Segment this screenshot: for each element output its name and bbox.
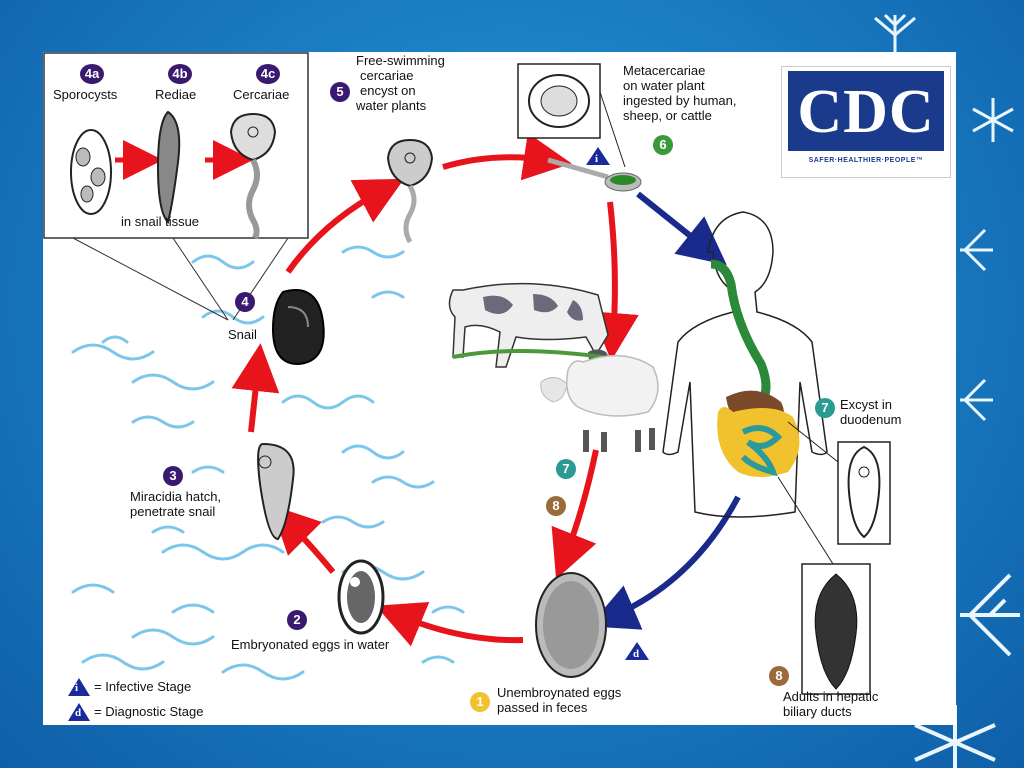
badge-4a: 4a: [80, 64, 104, 84]
badge-1: 1: [470, 692, 490, 712]
snail-illustration: [271, 289, 325, 366]
badge-4: 4: [235, 292, 255, 312]
cdc-logo: CDC SAFER·HEALTHIER·PEOPLE™: [781, 66, 951, 178]
arrow-2-to-3: [271, 505, 336, 574]
label-rediae: Rediae: [155, 87, 197, 102]
svg-text:i: i: [595, 153, 598, 165]
digestive-tract-illustration: [710, 259, 800, 477]
infective-marker: i: [586, 147, 610, 165]
label-cercariae: Cercariae: [233, 87, 290, 102]
diagnostic-marker: d: [625, 642, 649, 660]
cdc-logo-letters: CDC: [797, 78, 935, 146]
arrow-6-to-cattle: [590, 201, 639, 361]
label-stage-8: Adults in hepatic biliary ducts: [783, 689, 879, 719]
label-sporocysts: Sporocysts: [53, 87, 118, 102]
unembryonated-egg-illustration: [535, 572, 607, 678]
badge-7: 7: [815, 398, 835, 418]
miracidium-illustration: [257, 442, 295, 541]
badge-8-sheep: 8: [546, 496, 566, 516]
label-stage-2: Embryonated eggs in water: [231, 637, 390, 652]
badge-3: 3: [163, 466, 183, 486]
snowflake-decoration: [972, 98, 1014, 142]
legend-infective-label: = Infective Stage: [94, 679, 192, 694]
arrow-sheep-to-1: [551, 449, 599, 580]
water-waves: [71, 245, 465, 681]
legend-infective-icon: i: [68, 678, 90, 696]
snowflake-decoration: [960, 228, 993, 272]
cattle-illustration: [448, 282, 611, 368]
badge-5: 5: [330, 82, 350, 102]
label-stage-5: Free-swimming cercariae encyst on water …: [356, 53, 445, 113]
badge-8: 8: [769, 666, 789, 686]
arrow-5-to-6: [442, 132, 572, 181]
badge-4b: 4b: [168, 64, 192, 84]
badge-2: 2: [287, 610, 307, 630]
svg-text:d: d: [633, 648, 639, 660]
snowflake-decoration: [960, 378, 993, 422]
snowflake-decoration: [960, 573, 1020, 657]
label-stage-3: Miracidia hatch, penetrate snail: [130, 489, 222, 519]
badge-4c: 4c: [256, 64, 280, 84]
arrow-1-to-2: [375, 602, 524, 647]
arrow-6-to-human: [636, 191, 727, 265]
illustrations: i d: [257, 63, 891, 695]
arrow-3-to-4: [231, 343, 280, 433]
snail-tissue-inset: [43, 52, 309, 321]
snowflake-decoration: [874, 13, 916, 55]
label-stage-1: Unembroynated eggs passed in feces: [497, 685, 622, 715]
label-stage-6: Metacercariae on water plant ingested by…: [623, 63, 737, 123]
cercaria-illustration: [386, 138, 434, 244]
sheep-illustration: [540, 354, 659, 452]
human-illustration: [662, 211, 828, 518]
cycle-arrows: [231, 132, 741, 647]
legend-diagnostic-icon: d: [68, 703, 90, 721]
embryonated-egg-illustration: [337, 559, 385, 635]
legend-diagnostic-label: = Diagnostic Stage: [94, 704, 204, 719]
life-cycle-diagram: i d CDC SAFER·HEALTHIER·PEOPLE™ 4a Sporo…: [43, 52, 956, 725]
badge-6: 6: [653, 135, 673, 155]
badge-7-sheep: 7: [556, 459, 576, 479]
cdc-logo-tagline: SAFER·HEALTHIER·PEOPLE™: [808, 157, 924, 164]
arrow-4-to-5: [285, 178, 405, 274]
label-stage-7: Excyst in duodenum: [840, 397, 902, 427]
label-snail: Snail: [228, 327, 257, 342]
label-in-snail-tissue: in snail tissue: [121, 214, 200, 229]
